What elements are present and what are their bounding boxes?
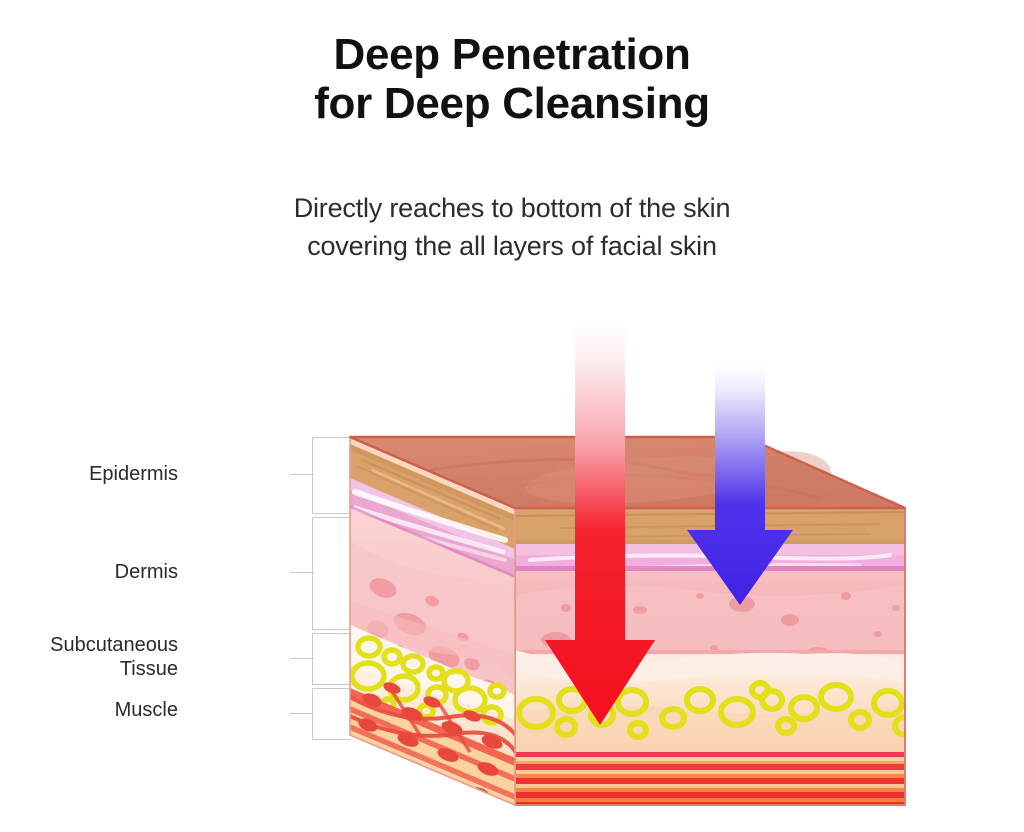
- bracket-dermis: [312, 517, 351, 630]
- bracket-subcutaneous: [312, 633, 351, 685]
- layer-muscle-front: [515, 752, 905, 805]
- leader-line-subcutaneous: [290, 658, 314, 659]
- leader-line-dermis: [290, 572, 314, 573]
- deep-penetration-arrow: [545, 320, 655, 725]
- layer-label-dermis: Dermis: [114, 561, 178, 583]
- page-subtitle-line-1: Directly reaches to bottom of the skin: [293, 193, 731, 223]
- block-left-face: [350, 437, 515, 805]
- page-title-line-1: Deep Penetration: [333, 30, 691, 79]
- leader-line-muscle: [290, 713, 314, 714]
- layer-label-muscle: Muscle: [114, 699, 178, 721]
- page-subtitle-line-2: covering the all layers of facial skin: [307, 231, 717, 262]
- layer-label-group: Epidermis Dermis Subcutaneous Tissue Mus…: [0, 0, 300, 832]
- fat-cells-left: [350, 635, 507, 726]
- bracket-epidermis: [312, 437, 351, 514]
- layer-label-subcutaneous: Subcutaneous Tissue: [50, 634, 178, 681]
- layer-bracket-group: [0, 0, 360, 832]
- leader-line-epidermis: [290, 474, 314, 475]
- page-title: Deep Penetration for Deep Cleansing: [0, 30, 1024, 129]
- layer-label-epidermis: Epidermis: [89, 463, 178, 485]
- page-subtitle: Directly reaches to bottom of the skin c…: [0, 189, 1024, 266]
- page-title-line-2: for Deep Cleansing: [314, 79, 710, 129]
- shallow-penetration-arrow: [687, 365, 793, 605]
- bracket-muscle: [312, 688, 351, 740]
